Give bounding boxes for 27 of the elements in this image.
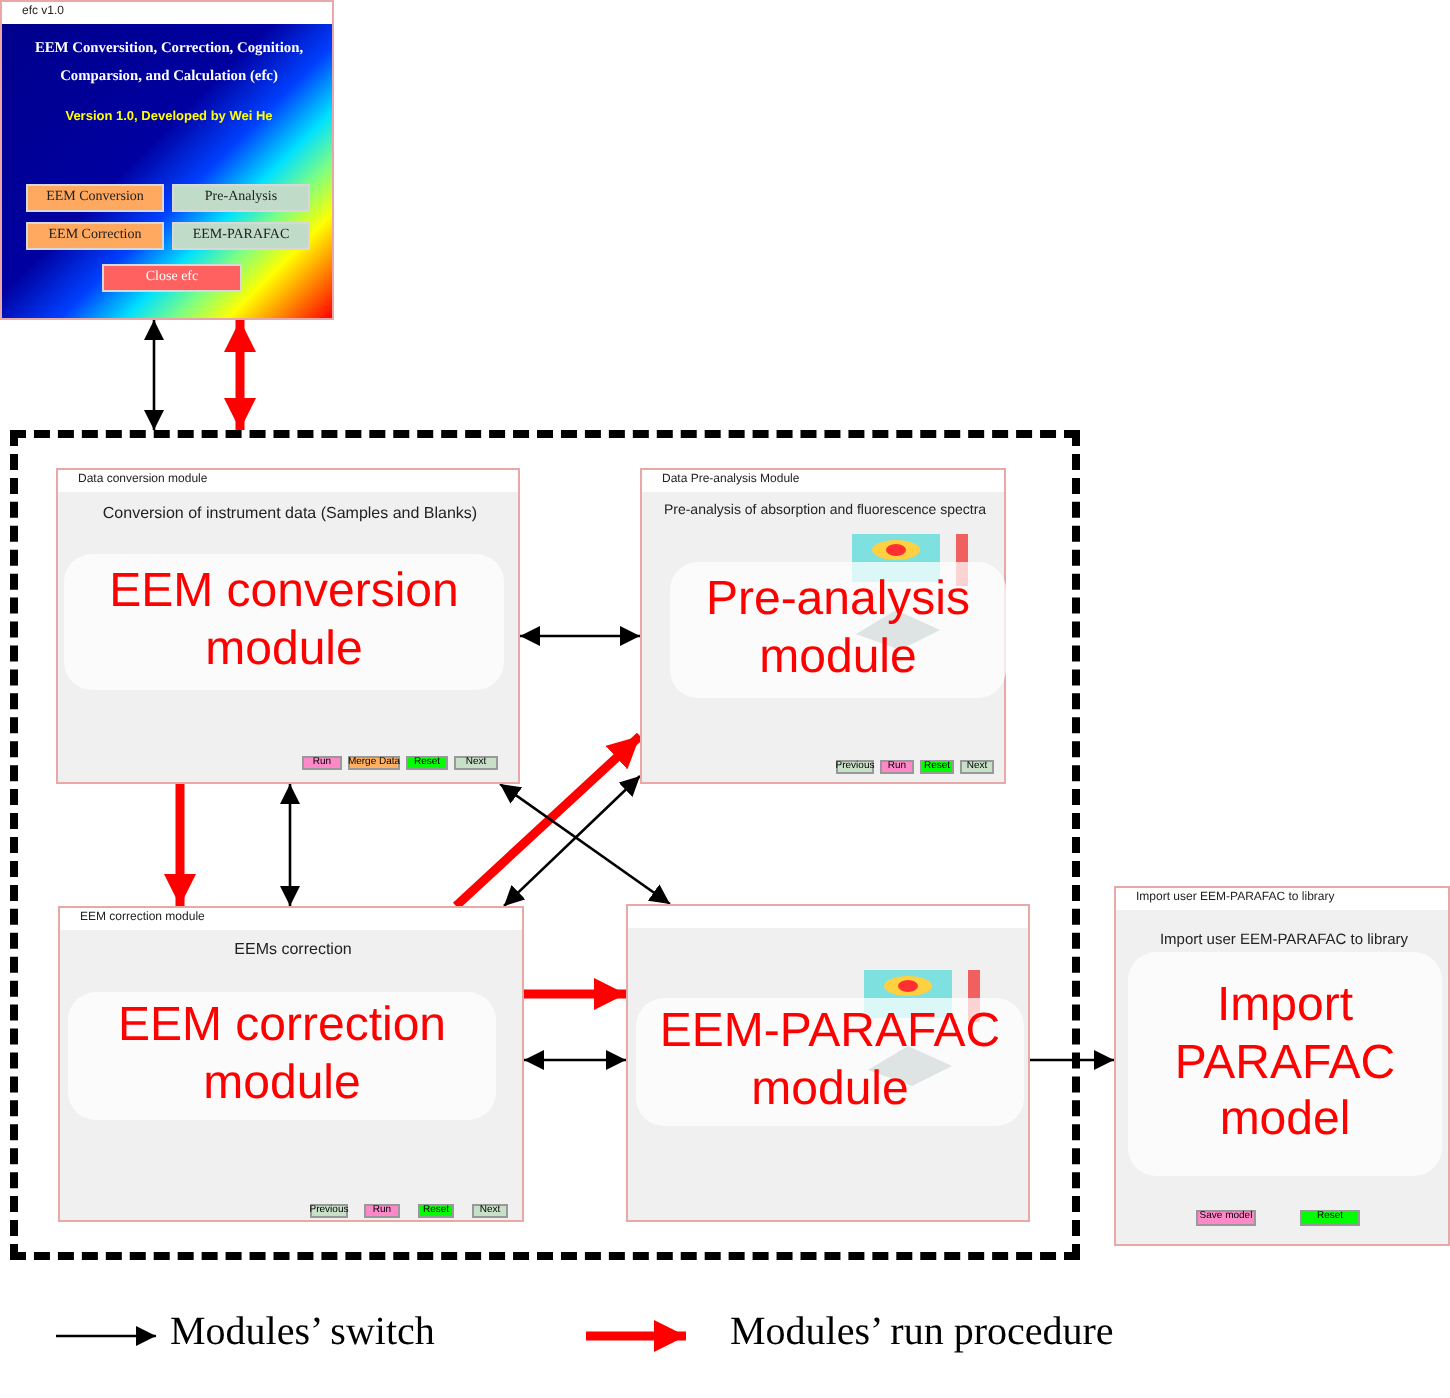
app-window <box>56 468 520 784</box>
arrow <box>503 775 641 907</box>
app-window <box>58 906 524 1222</box>
module-label: EEM correction module <box>68 992 496 1120</box>
module-label: EEM-PARAFAC module <box>636 998 1024 1126</box>
window-heading: EEMs correction <box>232 942 354 962</box>
window-heading: Conversion of instrument data (Samples and Blanks) <box>100 506 480 526</box>
arrow <box>280 784 300 906</box>
legend-text: Modules’ run procedure <box>730 1310 1114 1356</box>
app-window <box>0 0 334 320</box>
arrow <box>1030 1050 1114 1070</box>
arrow <box>524 1050 626 1070</box>
app-window <box>640 468 1006 784</box>
arrow <box>144 320 164 430</box>
app-window <box>626 904 1030 1222</box>
app-window <box>1114 886 1450 1246</box>
module-label: Import PARAFAC model <box>1128 952 1442 1176</box>
arrow <box>520 626 640 646</box>
dashed-group-frame <box>10 430 1080 1260</box>
legend-text: Modules’ switch <box>170 1310 435 1356</box>
module-label: EEM conversion module <box>64 554 504 690</box>
module-label: Pre-analysis module <box>670 562 1006 698</box>
arrow <box>164 784 196 906</box>
arrow <box>224 320 256 430</box>
arrow <box>524 978 626 1010</box>
arrow <box>452 732 644 910</box>
arrow <box>499 782 671 906</box>
